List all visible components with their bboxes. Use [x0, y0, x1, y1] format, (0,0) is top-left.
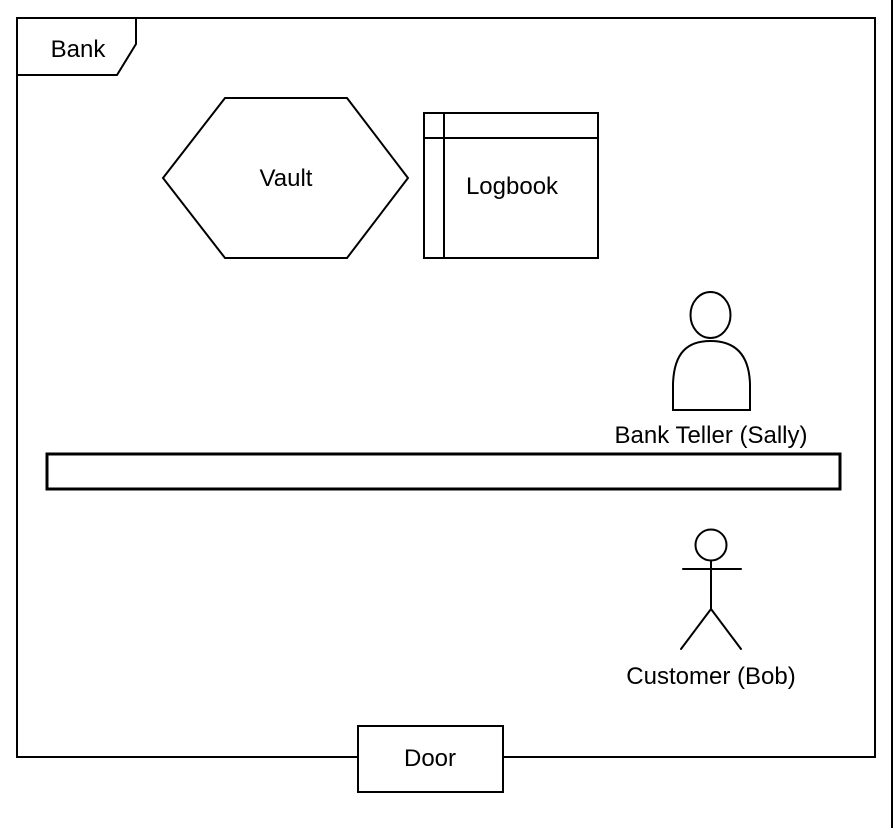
counter-rect[interactable] — [45, 452, 842, 491]
vault-hexagon[interactable] — [161, 97, 410, 259]
logbook-outline[interactable] — [423, 112, 599, 259]
logbook-shape[interactable] — [423, 112, 599, 259]
customer-left-leg — [680, 608, 712, 650]
bank-teller-person-icon[interactable] — [672, 291, 751, 411]
bank-title-tab[interactable] — [16, 17, 137, 76]
teller-head — [689, 291, 732, 339]
customer-actor-icon[interactable] — [680, 528, 742, 650]
teller-body — [672, 339, 751, 411]
window-right-edge — [891, 0, 893, 828]
door-rect[interactable] — [357, 725, 504, 793]
customer-right-leg — [710, 608, 742, 650]
